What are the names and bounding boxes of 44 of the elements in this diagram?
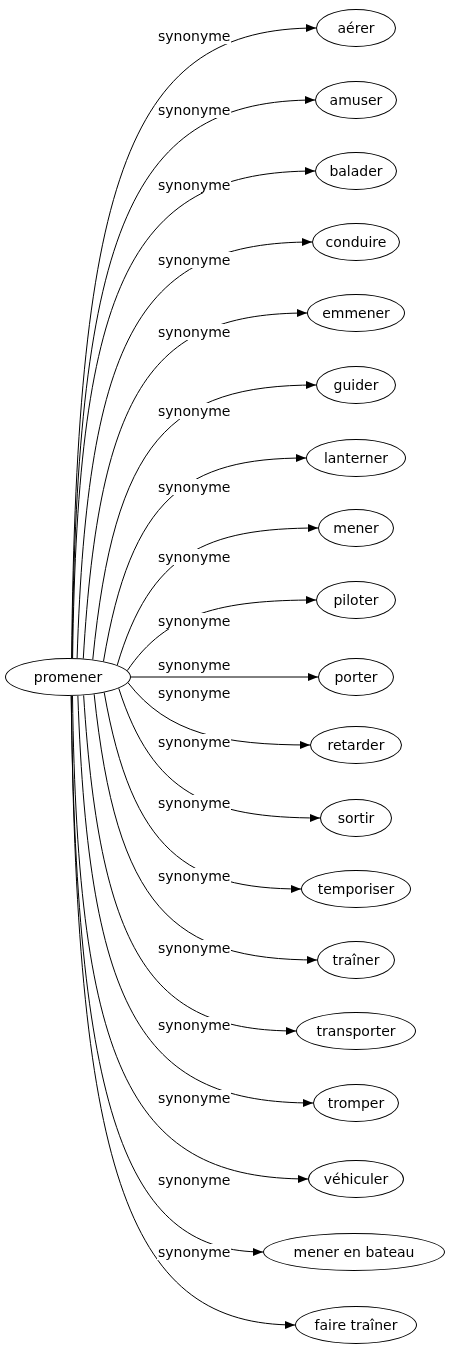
ellipse-node: conduire: [312, 223, 400, 261]
edge-label: synonyme: [157, 549, 232, 565]
arrow: [130, 673, 319, 681]
ellipse-node: sortir: [320, 799, 392, 837]
edge-label: synonyme: [157, 324, 232, 340]
edge-label: synonyme: [157, 795, 232, 811]
ellipse-node: emmener: [307, 294, 405, 332]
edge-label: synonyme: [157, 403, 232, 419]
ellipse-node: lanterner: [306, 439, 406, 477]
ellipse-node: piloter: [316, 581, 396, 619]
arrow: [116, 524, 319, 666]
ellipse-node: mener en bateau: [263, 1233, 445, 1271]
edge-label: synonyme: [157, 613, 232, 629]
arrow: [76, 238, 313, 659]
edge-label: synonyme: [157, 1090, 232, 1106]
edge-label: synonyme: [157, 252, 232, 268]
arrow: [127, 682, 311, 749]
ellipse-node: véhiculer: [308, 1160, 404, 1198]
ellipse-node: aérer: [316, 9, 396, 47]
edge-label: synonyme: [157, 1244, 232, 1260]
ellipse-node: tromper: [313, 1084, 399, 1122]
edge-label: synonyme: [157, 479, 232, 495]
ellipse-node: porter: [318, 658, 394, 696]
ellipse-node: temporiser: [301, 870, 411, 908]
ellipse-node: traîner: [317, 941, 395, 979]
arrow: [103, 454, 307, 662]
arrow: [77, 695, 314, 1107]
edge-label: synonyme: [157, 868, 232, 884]
edge-label: synonyme: [157, 940, 232, 956]
arrow: [103, 692, 302, 893]
ellipse-node: faire traîner: [295, 1306, 417, 1344]
ellipse-node: retarder: [310, 726, 402, 764]
ellipse-node: amuser: [315, 81, 397, 119]
edge-label: synonyme: [157, 734, 232, 750]
ellipse-node: transporter: [296, 1012, 416, 1050]
ellipse-node: guider: [316, 366, 396, 404]
ellipse-node: mener: [318, 509, 394, 547]
arrow: [70, 695, 296, 1329]
ellipse-node: balader: [315, 152, 397, 190]
arrow: [83, 694, 297, 1035]
edge-label: synonyme: [157, 1017, 232, 1033]
ellipse-node: promener: [5, 658, 131, 696]
arrow: [72, 695, 309, 1183]
arrow: [82, 309, 308, 660]
